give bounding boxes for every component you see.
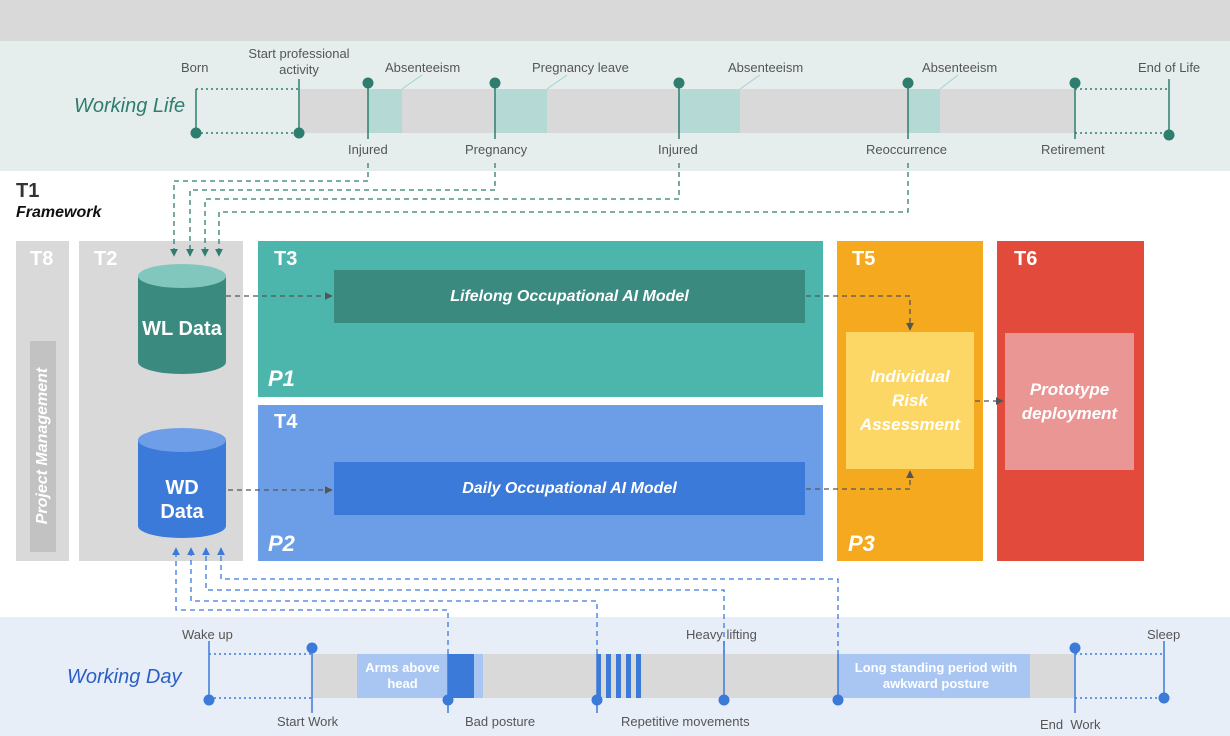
t5-label: T5 xyxy=(852,248,876,270)
start-work-dot xyxy=(306,642,318,654)
label-born: Born xyxy=(181,60,209,75)
label-absenteeism: Absenteeism xyxy=(728,60,804,75)
label-start-work: Start Work xyxy=(277,714,339,729)
label-reoccurrence: Reoccurrence xyxy=(866,142,947,157)
injured-dot xyxy=(362,77,374,89)
wd-data-cylinder xyxy=(138,428,226,538)
wd-data-label-1: WD xyxy=(165,477,199,499)
daily-model-box: Daily Occupational AI Model xyxy=(334,462,805,515)
label-bad-posture: Bad posture xyxy=(465,714,536,729)
absence-segment xyxy=(495,89,547,133)
project-management-bar xyxy=(30,341,56,552)
p2-label: P2 xyxy=(268,531,295,556)
t3-label: T3 xyxy=(274,248,298,270)
long-standing-label: Long standing period with awkward postur… xyxy=(854,660,1018,691)
p3-label: P3 xyxy=(848,531,875,556)
label-injured: Injured xyxy=(658,142,698,157)
sleep-dot xyxy=(1158,692,1170,704)
label-heavy-lifting: Heavy lifting xyxy=(686,627,757,642)
prototype-deployment-box: Prototype deployment xyxy=(1005,333,1134,470)
arms-above-head-label: Arms above head xyxy=(365,660,440,691)
lifelong-model-box: Lifelong Occupational AI Model xyxy=(334,270,805,323)
t8-label: T8 xyxy=(30,248,54,270)
working-day-timeline xyxy=(203,641,1170,713)
born-dot xyxy=(190,127,202,139)
wl-data-cylinder xyxy=(138,264,226,374)
wl-data-label: WL Data xyxy=(142,318,222,340)
label-pregnancy: Pregnancy xyxy=(465,142,528,157)
label-injured: Injured xyxy=(348,142,388,157)
label-retirement: Retirement xyxy=(1041,142,1105,157)
wake-up-dot xyxy=(203,694,215,706)
label-absenteeism: Absenteeism xyxy=(385,60,461,75)
reoccurrence-dot xyxy=(902,77,914,89)
repetitive-dot xyxy=(591,694,603,706)
pregnancy-dot xyxy=(489,77,501,89)
heavy-lifting-dot xyxy=(718,694,730,706)
long-standing-segment xyxy=(838,654,1030,698)
label-wake-up: Wake up xyxy=(182,627,233,642)
label-sleep: Sleep xyxy=(1147,627,1181,642)
label-end-work: End Work xyxy=(1040,717,1101,732)
injured-dot xyxy=(673,77,685,89)
t2-label: T2 xyxy=(94,248,118,270)
working-life-links xyxy=(170,163,909,257)
framework-title: Framework xyxy=(16,204,102,221)
label-absenteeism: Absenteeism xyxy=(922,60,998,75)
risk-assessment-box: Individual Risk Assessment xyxy=(846,332,974,469)
label-end-of-life: End of Life xyxy=(1138,60,1201,75)
working-life-timeline xyxy=(190,74,1175,141)
absence-segment xyxy=(679,89,740,133)
t1-label: T1 xyxy=(16,180,40,202)
wd-data-label-2: Data xyxy=(160,501,204,523)
bad-posture-segment xyxy=(448,654,474,698)
end-of-life-dot xyxy=(1163,129,1175,141)
flow-links xyxy=(226,292,1004,494)
working-day-title: Working Day xyxy=(67,666,182,688)
t6-label: T6 xyxy=(1014,248,1038,270)
bad-posture-dot xyxy=(442,694,454,706)
p1-label: P1 xyxy=(268,366,295,391)
start-activity-dot xyxy=(293,127,305,139)
retirement-dot xyxy=(1069,77,1081,89)
repetitive-stripes xyxy=(597,654,641,698)
label-repetitive-movements: Repetitive movements xyxy=(621,714,750,729)
label-pregnancy-leave: Pregnancy leave xyxy=(532,60,629,75)
working-life-title: Working Life xyxy=(74,95,186,117)
top-bar xyxy=(0,0,1230,41)
label-start-professional: Start professional activity xyxy=(248,46,350,77)
end-work-dot xyxy=(1069,642,1081,654)
absence-segment xyxy=(368,89,402,133)
t4-label: T4 xyxy=(274,411,298,433)
long-standing-dot xyxy=(832,694,844,706)
absence-segment xyxy=(908,89,940,133)
